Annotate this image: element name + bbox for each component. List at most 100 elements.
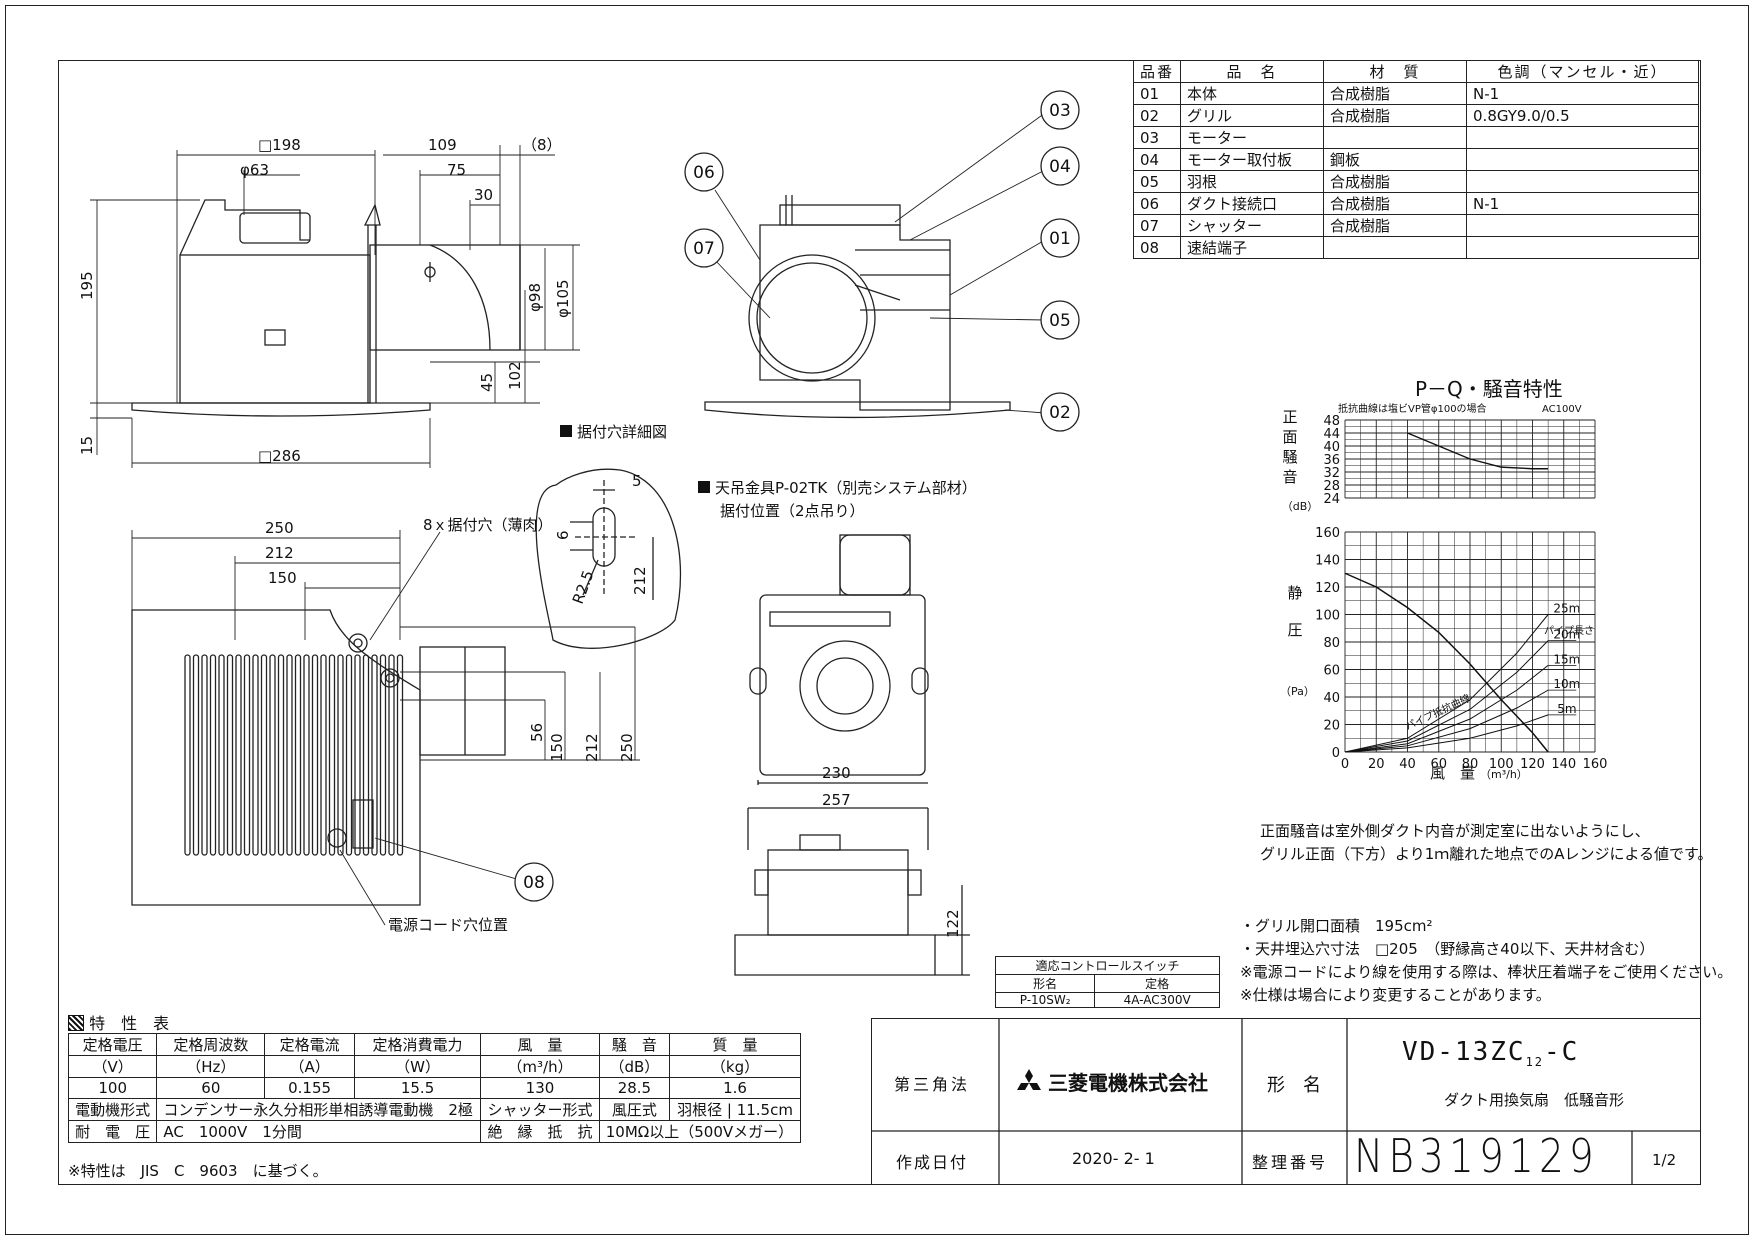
x-tick-label: 160 xyxy=(1583,757,1608,772)
grille-slots xyxy=(184,654,404,856)
dim-56: 56 xyxy=(528,723,546,742)
switch-table-title: 適応コントロールスイッチ xyxy=(995,956,1220,975)
noise-note: 正面騒音は室外側ダクト内音が測定室に出ないようにし、 グリル正面（下方）より1ｍ… xyxy=(1260,820,1713,866)
callout-05: 05 xyxy=(1049,311,1071,331)
motor-label: 電動機形式 xyxy=(67,1098,158,1121)
ceiling-mount-side xyxy=(734,834,970,976)
spec-value: 60 xyxy=(156,1077,266,1099)
part-material: 合成樹脂 xyxy=(1323,104,1468,127)
shutter-label: シャッター形式 xyxy=(480,1098,600,1121)
grille-slot xyxy=(371,654,378,856)
spec-value: 15.5 xyxy=(353,1077,482,1099)
grille-slot xyxy=(269,654,276,856)
note-line: ※仕様は場合により変更することがあります。 xyxy=(1240,986,1551,1004)
noise-ylabel-char: 正 xyxy=(1282,408,1297,426)
callout-03: 03 xyxy=(1049,101,1071,121)
grille-slot xyxy=(337,654,344,856)
spec-header: 風 量 xyxy=(480,1033,600,1056)
noise-tick-label: 36 xyxy=(1323,453,1340,468)
grille-slot xyxy=(201,654,208,856)
x-tick-label: 40 xyxy=(1399,757,1416,772)
dim-6: 6 xyxy=(554,530,572,540)
spec-value: 0.155 xyxy=(264,1077,355,1099)
outer-frame xyxy=(5,5,1749,1235)
noise-tick-label: 24 xyxy=(1323,492,1340,507)
noise-grid xyxy=(1344,419,1596,499)
grille-slot xyxy=(218,654,225,856)
x-tick-label: 80 xyxy=(1462,757,1479,772)
dim-102: 102 xyxy=(506,361,524,390)
switch-table: 適応コントロールスイッチ 形名 定格 P-10SW₂ 4A-AC300V xyxy=(994,956,1220,1008)
mitsubishi-logo-icon xyxy=(1017,1068,1041,1090)
pipe-resistance-curve xyxy=(1344,614,1549,753)
x-tick-label: 60 xyxy=(1430,757,1447,772)
part-material xyxy=(1323,236,1468,259)
blade-label: 羽根径 xyxy=(677,1101,723,1119)
noise-ylabel-char: 面 xyxy=(1282,428,1297,446)
dim-109: 109 xyxy=(428,136,457,154)
model-suffix: -C xyxy=(1544,1037,1580,1067)
part-material: 合成樹脂 xyxy=(1323,214,1468,237)
noise-tick-label: 28 xyxy=(1323,479,1340,494)
section-view xyxy=(704,195,1011,419)
ceiling-mount-subtitle: 据付位置（2点吊り） xyxy=(720,502,865,520)
callout-08: 08 xyxy=(523,873,545,893)
hatched-square-icon xyxy=(68,1015,84,1031)
pressure-tick-label: 120 xyxy=(1315,581,1340,596)
noise-tick-label: 44 xyxy=(1323,427,1340,442)
pressure-tick-label: 80 xyxy=(1323,636,1340,651)
dim-v212: 212 xyxy=(583,733,601,762)
pressure-unit: （Pa） xyxy=(1280,685,1315,698)
callout-06: 06 xyxy=(693,163,715,183)
dim-v250: 250 xyxy=(618,733,636,762)
pipe-length-label: 25m xyxy=(1553,602,1580,616)
cord-hole-label: 電源コード穴位置 xyxy=(388,916,508,934)
dim-198: □198 xyxy=(258,136,301,154)
spec-footnote: ※特性は JIS C 9603 に基づく。 xyxy=(68,1162,328,1180)
grille-slot xyxy=(354,654,361,856)
switch-header-model: 形名 xyxy=(994,974,1096,993)
dim-212: 212 xyxy=(265,544,294,562)
pipe-resistance-curve xyxy=(1344,714,1549,753)
x-tick-label: 120 xyxy=(1520,757,1545,772)
spec-header: 定格消費電力 xyxy=(353,1033,482,1056)
noise-ylabel-char: 音 xyxy=(1282,468,1297,486)
date-label: 作成日付 xyxy=(896,1153,969,1172)
dim-257: 257 xyxy=(822,791,851,809)
callout-07: 07 xyxy=(693,239,715,259)
model-sub: 12 xyxy=(1525,1055,1545,1070)
part-name: グリル xyxy=(1180,104,1325,127)
noise-tick-label: 32 xyxy=(1323,466,1340,481)
note-line: グリル正面（下方）より1ｍ離れた地点でのAレンジによる値です。 xyxy=(1260,845,1713,863)
dim-30: 30 xyxy=(474,186,493,204)
pressure-tick-label: 140 xyxy=(1315,554,1340,569)
doc-number: NB319129 xyxy=(1354,1129,1599,1183)
company-name: 三菱電機株式会社 xyxy=(1014,1067,1208,1096)
date-value: 2020- 2- 1 xyxy=(1072,1149,1155,1168)
dim-212-detail: 212 xyxy=(631,566,649,595)
model-label: 形 名 xyxy=(1267,1075,1321,1096)
part-color: N-1 xyxy=(1466,82,1699,105)
grille-slot xyxy=(396,654,404,856)
note-line: ※電源コードにより線を使用する際は、棒状圧着端子をご使用ください。 xyxy=(1240,963,1733,981)
grille-slot xyxy=(192,654,200,856)
product-description: ダクト用換気扇 低騒音形 xyxy=(1444,1091,1625,1109)
ceiling-mount-title: 天吊金具P-02TK（別売システム部材） xyxy=(715,479,977,497)
dim-75: 75 xyxy=(447,161,466,179)
grille-slot xyxy=(243,654,251,856)
dim-5: 5 xyxy=(632,472,642,490)
dim-phi63: φ63 xyxy=(240,161,269,179)
front-view xyxy=(131,199,521,417)
grille-slot xyxy=(345,654,353,856)
pressure-tick-label: 40 xyxy=(1323,691,1340,706)
spec-value: 100 xyxy=(67,1077,158,1099)
spec-header-row: 定格電圧定格周波数定格電流定格消費電力風 量騒 音質 量 xyxy=(67,1033,801,1056)
pipe-length-label: 5m xyxy=(1557,702,1576,716)
spec-header: 定格周波数 xyxy=(156,1033,266,1056)
spec-value: 1.6 xyxy=(669,1077,801,1099)
